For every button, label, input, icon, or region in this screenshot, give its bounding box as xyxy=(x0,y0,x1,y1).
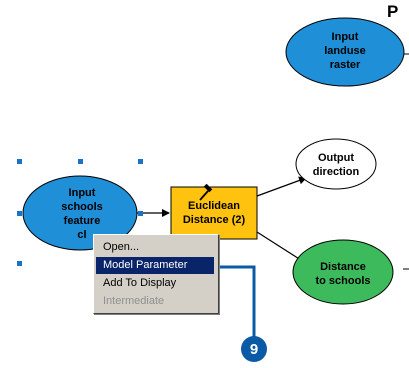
node-label-line: raster xyxy=(330,59,361,71)
node-label-line: Distance (2) xyxy=(183,214,246,226)
connector-euclidean-to-direction xyxy=(256,176,307,197)
node-label-line: Output xyxy=(318,152,354,164)
node-ellipse xyxy=(285,17,405,87)
node-ellipse xyxy=(292,239,394,305)
selection-handle[interactable] xyxy=(138,159,143,164)
node-ellipse xyxy=(295,138,377,190)
node-euclidean-distance-tool[interactable]: Euclidean Distance (2) xyxy=(170,186,258,240)
selection-handle[interactable] xyxy=(17,211,22,216)
node-label-line: cl xyxy=(77,229,86,241)
callout-leader-line xyxy=(219,265,256,338)
node-label-line: Euclidean xyxy=(188,200,240,212)
node-label-line: direction xyxy=(313,166,360,178)
selection-handle[interactable] xyxy=(138,211,143,216)
hammer-icon xyxy=(199,183,213,201)
callout-number: 9 xyxy=(250,341,258,358)
callout-badge: 9 xyxy=(241,336,267,362)
menu-item-add-to-display[interactable]: Add To Display xyxy=(103,277,177,289)
node-rect xyxy=(170,186,258,240)
node-output-direction[interactable]: Output direction xyxy=(295,138,377,190)
node-label-line: schools xyxy=(61,201,103,213)
node-label-line: Distance xyxy=(320,261,366,273)
node-label-line: feature xyxy=(64,215,101,227)
node-distance-to-schools[interactable]: Distance to schools xyxy=(292,239,394,305)
node-ellipse xyxy=(22,175,138,251)
corner-letter: P xyxy=(387,2,398,21)
selection-handles[interactable] xyxy=(17,159,143,266)
selection-handle[interactable] xyxy=(17,159,22,164)
selection-handle[interactable] xyxy=(17,261,22,266)
menu-item-open[interactable]: Open... xyxy=(103,241,140,253)
context-menu[interactable]: Open... Model Parameter Add To Display I… xyxy=(93,234,219,314)
connector-euclidean-to-distance xyxy=(256,231,305,263)
node-label-line: Input xyxy=(69,187,96,199)
node-input-schools-feature-class[interactable]: Input schools feature cl xyxy=(22,175,138,251)
node-label-line: Input xyxy=(332,31,359,43)
menu-item-intermediate[interactable]: Intermediate xyxy=(103,295,165,307)
node-input-landuse-raster[interactable]: Input landuse raster xyxy=(285,17,405,87)
node-label-line: to schools xyxy=(315,275,370,287)
callout-circle xyxy=(241,336,267,362)
selection-handle[interactable] xyxy=(78,159,83,164)
menu-item-model-parameter[interactable]: Model Parameter xyxy=(96,257,214,274)
node-label-line: landuse xyxy=(324,45,366,57)
